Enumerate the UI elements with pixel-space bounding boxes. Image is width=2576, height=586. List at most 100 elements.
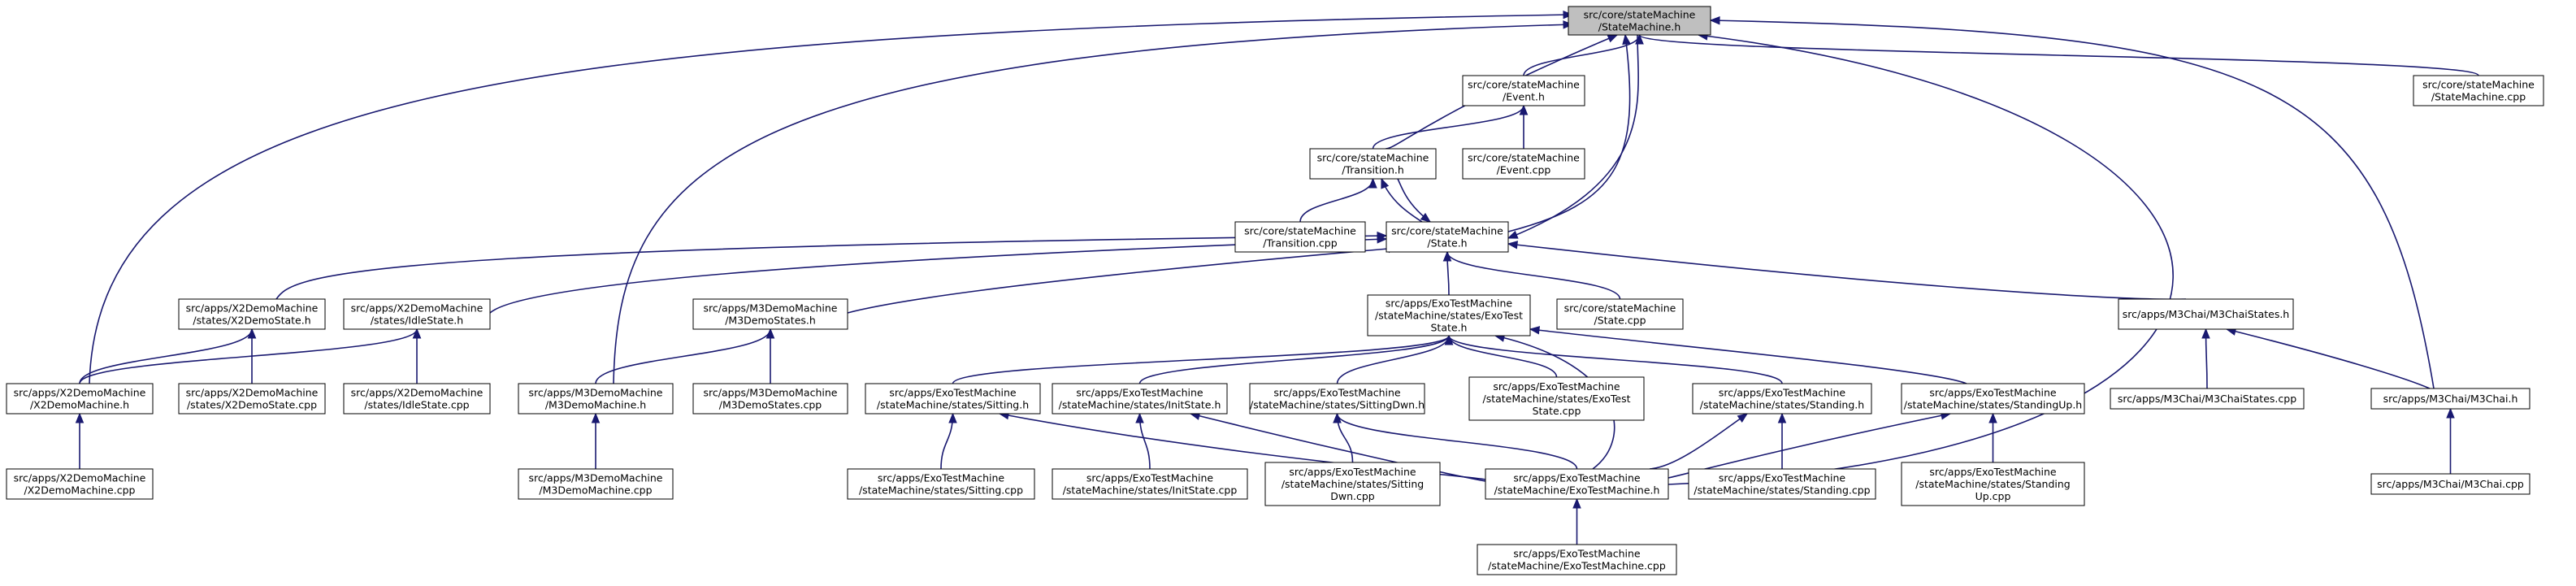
node-box [6,468,154,500]
arrowhead [247,328,257,339]
node-label-line: /states/X2DemoState.h [193,315,310,327]
file-node[interactable]: src/apps/M3Chai/M3ChaiStates.cpp [2110,388,2305,410]
file-node[interactable]: src/apps/ExoTestMachine/stateMachine/sta… [847,468,1035,500]
file-node[interactable]: src/apps/ExoTestMachine/stateMachine/sta… [1264,462,1441,506]
file-node[interactable]: src/core/stateMachine/Transition.h [1309,148,1437,180]
arrowhead [1737,413,1749,423]
file-node[interactable]: src/apps/X2DemoMachine/states/IdleState.… [343,383,491,415]
node-layer: src/core/stateMachine/StateMachine.h src/… [6,6,2544,575]
edge-n6-to-n12 [1507,241,2187,300]
node-box [1462,148,1585,180]
file-node[interactable]: src/core/stateMachine/StateMachine.cpp [2413,75,2544,106]
file-node[interactable]: src/apps/M3Chai/M3Chai.h [2370,388,2530,410]
edge-line [595,328,771,384]
node-label-line: src/core/stateMachine [1564,302,1676,315]
edge-n0-to-n25 [1709,16,2435,389]
edge-n16-to-n27 [591,412,601,469]
node-label-line: /stateMachine/states/Standing [1915,478,2071,490]
node-label-line: /M3DemoMachine.h [545,399,646,411]
node-box [1692,383,1872,415]
file-node[interactable]: src/core/stateMachine/Event.h [1462,75,1585,106]
file-node[interactable]: src/apps/ExoTestMachine/stateMachine/sta… [1249,383,1425,415]
file-node[interactable]: src/core/stateMachine/State.h [1386,221,1509,253]
edge-line [1649,413,1748,470]
node-label-line: src/apps/ExoTestMachine [1929,466,2057,478]
file-node[interactable]: src/apps/ExoTestMachine/stateMachine/sta… [1052,383,1228,415]
node-label-line: src/apps/M3DemoMachine [704,387,838,399]
file-node[interactable]: src/apps/M3DemoMachine/M3DemoMachine.cpp [518,468,674,500]
root-file-node[interactable]: src/core/stateMachine/StateMachine.h [1568,6,1711,36]
edge-n9-to-n17 [765,328,775,384]
node-box [6,383,154,415]
file-node[interactable]: src/apps/M3Chai/M3Chai.cpp [2370,473,2530,495]
file-node[interactable]: src/apps/ExoTestMachine/stateMachine/sta… [1901,383,2085,415]
edge-n6-to-n8 [489,235,1388,314]
edge-line [1710,20,2435,389]
node-box [1477,544,1677,575]
node-label-line: /Event.cpp [1497,164,1551,176]
node-box [865,383,1041,415]
node-label-line: src/apps/M3DemoMachine [704,302,838,315]
node-label-line: /X2DemoMachine.h [30,399,129,411]
node-label-line: src/apps/M3Chai/M3ChaiStates.h [2123,308,2289,320]
edge-n10-to-n19 [1138,334,1454,384]
file-node[interactable]: src/apps/ExoTestMachine/stateMachine/sta… [1901,462,2085,506]
file-node[interactable]: src/apps/X2DemoMachine/states/IdleState.… [343,298,491,330]
edge-n22-to-n31 [1649,413,1749,470]
file-node[interactable]: src/apps/ExoTestMachine/stateMachine/sta… [1052,468,1248,500]
edge-n10-to-n20 [1336,334,1454,384]
edge-line [89,14,1573,384]
node-box [1568,6,1711,36]
edge-line [1507,34,1631,232]
node-box [847,468,1035,500]
arrowhead [2201,328,2210,339]
file-node[interactable]: src/apps/M3DemoMachine/M3DemoMachine.h [518,383,674,415]
file-node[interactable]: src/apps/ExoTestMachine/stateMachine/sta… [1692,383,1872,415]
node-label-line: src/apps/M3DemoMachine [529,387,663,399]
file-node[interactable]: src/apps/ExoTestMachine/stateMachine/sta… [865,383,1041,415]
file-node[interactable]: src/apps/ExoTestMachine/stateMachine/Exo… [1477,544,1677,575]
file-node[interactable]: src/apps/M3DemoMachine/M3DemoStates.cpp [692,383,848,415]
arrowhead [1709,16,1720,25]
node-label-line: src/apps/X2DemoMachine [186,387,319,399]
node-label-line: /State.cpp [1594,315,1646,327]
node-box [1309,148,1437,180]
node-label-line: /stateMachine/states/Sitting.h [877,399,1029,411]
arrowhead [1135,412,1144,423]
node-label-line: Dwn.cpp [1330,490,1375,502]
edge-line [1448,335,1783,384]
file-node[interactable]: src/apps/ExoTestMachine/stateMachine/sta… [1367,294,1531,336]
node-label-line: /stateMachine/states/Sitting [1281,478,1424,490]
arrowhead [591,412,601,423]
file-node[interactable]: src/apps/ExoTestMachine/stateMachine/sta… [1688,468,1876,500]
node-label-line: /stateMachine/states/StandingUp.h [1904,399,2082,411]
edge-n19-to-n29 [1135,412,1151,470]
node-box [1468,376,1645,421]
file-node[interactable]: src/apps/ExoTestMachine/stateMachine/sta… [1468,376,1645,421]
file-node[interactable]: src/apps/M3DemoMachine/M3DemoStates.h [692,298,848,330]
node-box [1052,383,1228,415]
edge-n1-to-n3 [1372,104,1529,150]
file-node[interactable]: src/core/stateMachine/Event.cpp [1462,148,1585,180]
arrowhead [412,328,422,339]
node-label-line: State.cpp [1533,405,1581,417]
file-node[interactable]: src/apps/X2DemoMachine/states/X2DemoStat… [178,383,326,415]
file-node[interactable]: src/apps/X2DemoMachine/X2DemoMachine.h [6,383,154,415]
file-node[interactable]: src/apps/X2DemoMachine/states/X2DemoStat… [178,298,326,330]
node-label-line: src/apps/M3DemoMachine [529,472,663,484]
file-node[interactable]: src/apps/M3Chai/M3ChaiStates.h [2118,298,2294,330]
node-label-line: src/apps/ExoTestMachine [1513,548,1641,560]
arrowhead [1377,235,1388,244]
file-node[interactable]: src/core/stateMachine/State.cpp [1556,298,1684,330]
node-label-line: /State.h [1427,237,1467,250]
edge-n23-to-n33 [1988,412,1997,462]
arrowhead [1507,241,1519,250]
file-node[interactable]: src/apps/ExoTestMachine/stateMachine/Exo… [1485,468,1669,500]
file-node[interactable]: src/core/stateMachine/Transition.cpp [1234,221,1366,253]
edge-n3-to-n5 [1299,177,1377,223]
file-node[interactable]: src/apps/X2DemoMachine/X2DemoMachine.cpp [6,468,154,500]
node-label-line: src/apps/ExoTestMachine [1719,387,1846,399]
edge-line [1448,335,1558,378]
node-label-line: src/apps/X2DemoMachine [351,387,484,399]
node-label-line: src/apps/ExoTestMachine [1273,387,1401,399]
